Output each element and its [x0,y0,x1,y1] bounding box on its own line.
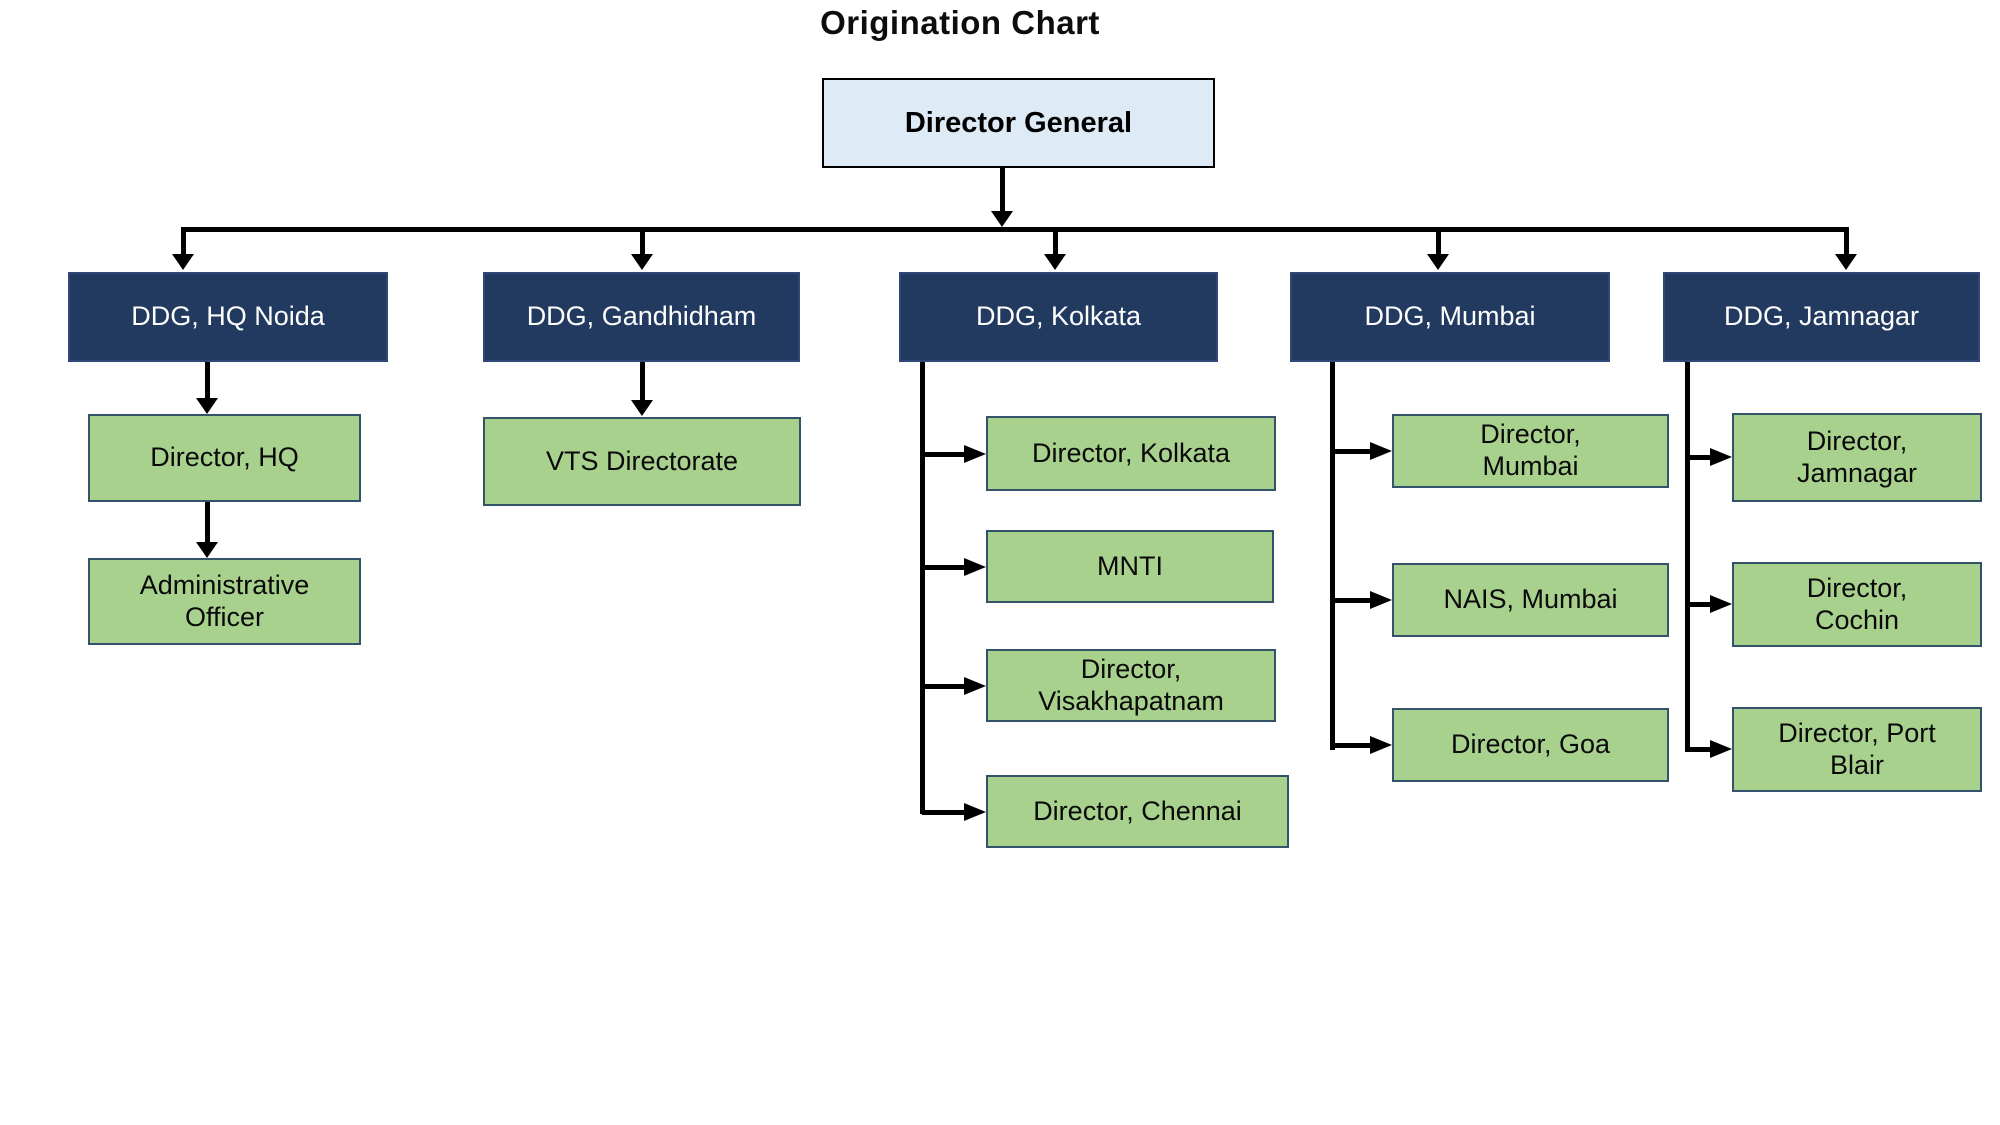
connector-mumbai-child3-shaft [1332,743,1372,748]
connector-drop-kolkata-shaft [1053,229,1058,255]
connector-mumbai-spine [1330,362,1335,750]
connector-drop-gandhidham-shaft [640,229,645,255]
connector-drop-jamnagar-arrowhead-icon [1835,254,1857,270]
connector-kolkata-child1-arrowhead-icon [964,445,986,463]
node-director-kolkata: Director, Kolkata [986,416,1276,491]
connector-kolkata-child2-shaft [922,565,966,570]
connector-jamnagar-child2-shaft [1687,602,1712,607]
connector-kolkata-spine [920,362,925,814]
node-director-jamnagar: Director, Jamnagar [1732,413,1982,502]
connector-drop-kolkata-arrowhead-icon [1044,254,1066,270]
connector-mumbai-child3-arrowhead-icon [1370,736,1392,754]
node-director-goa: Director, Goa [1392,708,1669,782]
node-administrative-officer: Administrative Officer [88,558,361,645]
connector-trunk-shaft [1000,168,1005,214]
node-vts-directorate: VTS Directorate [483,417,801,506]
connector-kolkata-child4-shaft [922,810,966,815]
node-director-cochin: Director, Cochin [1732,562,1982,647]
connector-jamnagar-child3-arrowhead-icon [1710,740,1732,758]
connector-drop-gandhidham-arrowhead-icon [631,254,653,270]
connector-jamnagar-child3-shaft [1687,747,1712,752]
connector-kolkata-child2-arrowhead-icon [964,558,986,576]
connector-drop-jamnagar-shaft [1844,229,1849,255]
node-director-general: Director General [822,78,1215,168]
connector-kolkata-child1-shaft [922,452,966,457]
node-director-visakhapatnam: Director, Visakhapatnam [986,649,1276,722]
node-ddg-hq-noida: DDG, HQ Noida [68,272,388,362]
node-director-mumbai: Director, Mumbai [1392,414,1669,488]
connector-noida-child1-shaft [205,362,210,400]
connector-jamnagar-spine [1685,362,1690,752]
connector-drop-mumbai-arrowhead-icon [1427,254,1449,270]
connector-mumbai-child1-shaft [1332,449,1372,454]
connector-drop-noida-arrowhead-icon [172,254,194,270]
node-director-chennai: Director, Chennai [986,775,1289,848]
connector-noida-child2-arrowhead-icon [196,542,218,558]
connector-kolkata-child3-arrowhead-icon [964,677,986,695]
connector-rail [181,227,1849,232]
connector-mumbai-child2-shaft [1332,598,1372,603]
node-ddg-jamnagar: DDG, Jamnagar [1663,272,1980,362]
connector-jamnagar-child1-shaft [1687,455,1712,460]
chart-title: Origination Chart [820,4,1100,41]
node-nais-mumbai: NAIS, Mumbai [1392,563,1669,637]
connector-trunk-arrowhead-icon [991,211,1013,227]
node-director-port-blair: Director, Port Blair [1732,707,1982,792]
connector-kolkata-child3-shaft [922,684,966,689]
connector-noida-child1-arrowhead-icon [196,398,218,414]
connector-kolkata-child4-arrowhead-icon [964,803,986,821]
connector-gandhidham-child-arrowhead-icon [631,400,653,416]
connector-mumbai-child2-arrowhead-icon [1370,591,1392,609]
connector-gandhidham-child-shaft [640,362,645,401]
node-ddg-gandhidham: DDG, Gandhidham [483,272,800,362]
node-ddg-kolkata: DDG, Kolkata [899,272,1218,362]
connector-mumbai-child1-arrowhead-icon [1370,442,1392,460]
connector-jamnagar-child2-arrowhead-icon [1710,595,1732,613]
connector-jamnagar-child1-arrowhead-icon [1710,448,1732,466]
connector-drop-mumbai-shaft [1436,229,1441,255]
node-mnti: MNTI [986,530,1274,603]
node-ddg-mumbai: DDG, Mumbai [1290,272,1610,362]
node-director-hq: Director, HQ [88,414,361,502]
connector-noida-child2-shaft [205,502,210,543]
connector-drop-noida-shaft [181,229,186,255]
